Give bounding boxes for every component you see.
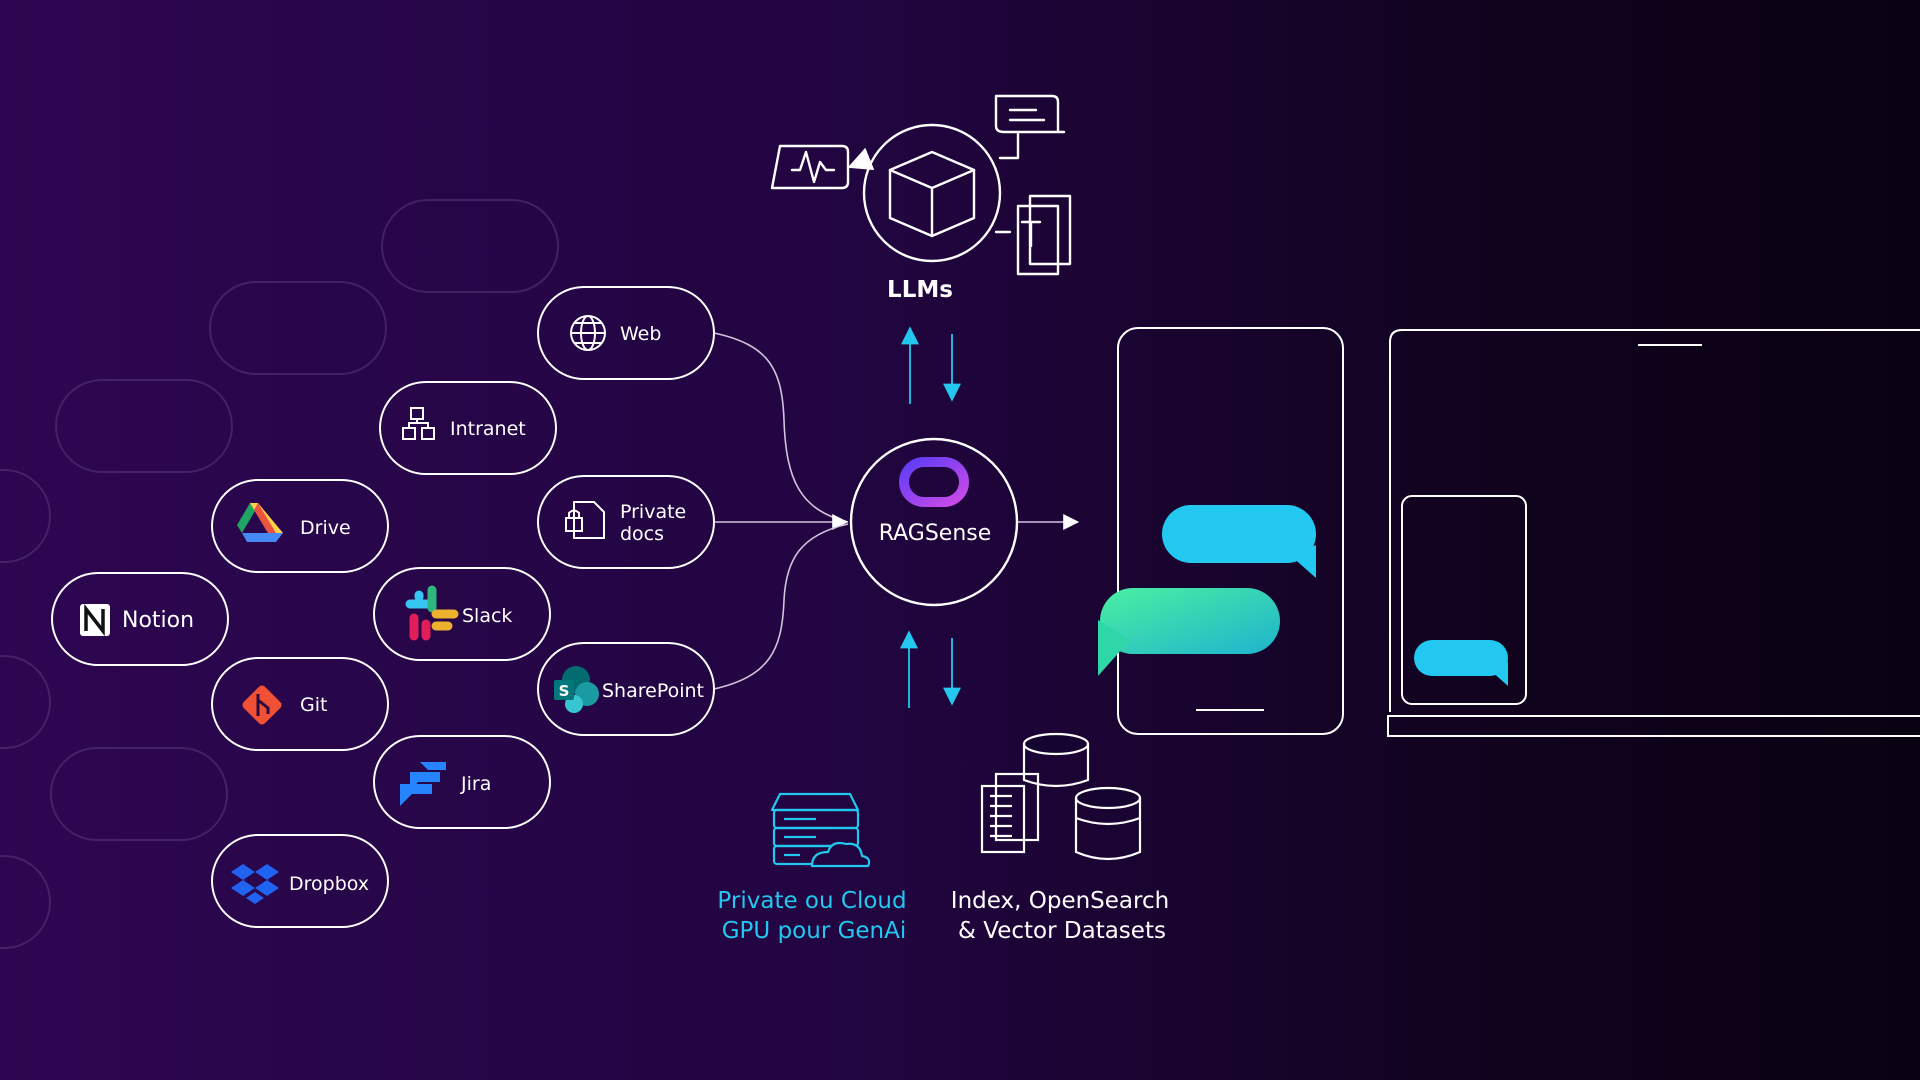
source-label: Notion <box>122 608 194 633</box>
cube-icon <box>888 150 976 238</box>
ghost-pill <box>0 855 51 949</box>
source-label: Dropbox <box>289 873 369 895</box>
laptop-device <box>1387 329 1920 737</box>
ragsense-hub: RAGSense <box>849 437 1019 607</box>
hub-label: RAGSense <box>879 521 992 546</box>
sharepoint-icon: S <box>554 666 599 713</box>
globe-icon <box>570 315 606 351</box>
phone-device <box>1098 327 1344 735</box>
laptop-screen <box>1389 329 1920 712</box>
background-decor <box>0 199 559 949</box>
source-pill-git[interactable]: Git <box>211 657 389 751</box>
ghost-pill <box>0 655 51 749</box>
slack-icon <box>405 585 459 641</box>
source-pill-sharepoint[interactable]: S SharePoint <box>537 642 715 736</box>
git-icon <box>242 685 282 725</box>
source-pill-slack[interactable]: Slack <box>373 567 551 661</box>
ghost-pill <box>55 379 233 473</box>
notion-icon <box>80 603 110 637</box>
source-pill-intranet[interactable]: Intranet <box>379 381 557 475</box>
org-chart-icon <box>402 407 435 440</box>
waveform-chat-icon <box>770 144 875 190</box>
google-drive-icon <box>237 503 283 542</box>
locked-document-icon <box>565 501 605 539</box>
server-cloud-icon <box>770 792 871 868</box>
connector-web <box>713 332 849 523</box>
source-pill-jira[interactable]: Jira <box>373 735 551 829</box>
llm-cluster <box>770 94 1072 276</box>
gpu-caption-line1: Private ou Cloud <box>717 888 906 914</box>
source-label: Git <box>300 694 327 716</box>
laptop-base <box>1387 715 1920 737</box>
dropbox-icon <box>231 864 279 904</box>
connectors <box>713 332 1080 690</box>
llm-cycle-circle <box>862 123 1002 263</box>
source-label: Drive <box>300 517 351 539</box>
source-pill-private-docs[interactable]: Private docs <box>537 475 715 569</box>
index-caption-line1: Index, OpenSearch <box>951 888 1169 914</box>
source-label: Slack <box>462 605 512 627</box>
chat-bubble-user <box>1098 588 1280 676</box>
source-label: Intranet <box>450 418 526 440</box>
source-label: Jira <box>460 773 491 795</box>
source-label: SharePoint <box>602 680 704 702</box>
laptop-inner-phone <box>1401 495 1527 705</box>
ghost-pill <box>381 199 559 293</box>
connector-sharepoint <box>713 523 849 690</box>
source-pill-notion[interactable]: Notion <box>51 572 229 666</box>
source-pill-drive[interactable]: Drive <box>211 479 389 573</box>
source-label: Web <box>620 323 661 345</box>
gpu-caption-line2: GPU pour GenAi <box>722 918 907 944</box>
document-icon <box>994 194 1072 276</box>
jira-icon <box>400 762 446 806</box>
ghost-pill <box>0 469 51 563</box>
source-pill-web[interactable]: Web <box>537 286 715 380</box>
hub-arrows <box>900 326 961 708</box>
source-pill-dropbox[interactable]: Dropbox <box>211 834 389 928</box>
chat-bubble-reply <box>1162 505 1316 578</box>
source-label: docs <box>620 523 664 545</box>
source-label: Private <box>620 501 686 523</box>
ragsense-logo-icon <box>899 457 969 507</box>
chat-bubble-small <box>1414 640 1508 686</box>
index-caption-line2: & Vector Datasets <box>958 918 1166 944</box>
llm-label: LLMs <box>887 277 953 303</box>
svg-text:S: S <box>559 682 570 700</box>
ghost-pill <box>209 281 387 375</box>
ghost-pill <box>50 747 228 841</box>
text-chat-icon <box>994 94 1066 160</box>
database-docs-icon <box>980 732 1142 861</box>
